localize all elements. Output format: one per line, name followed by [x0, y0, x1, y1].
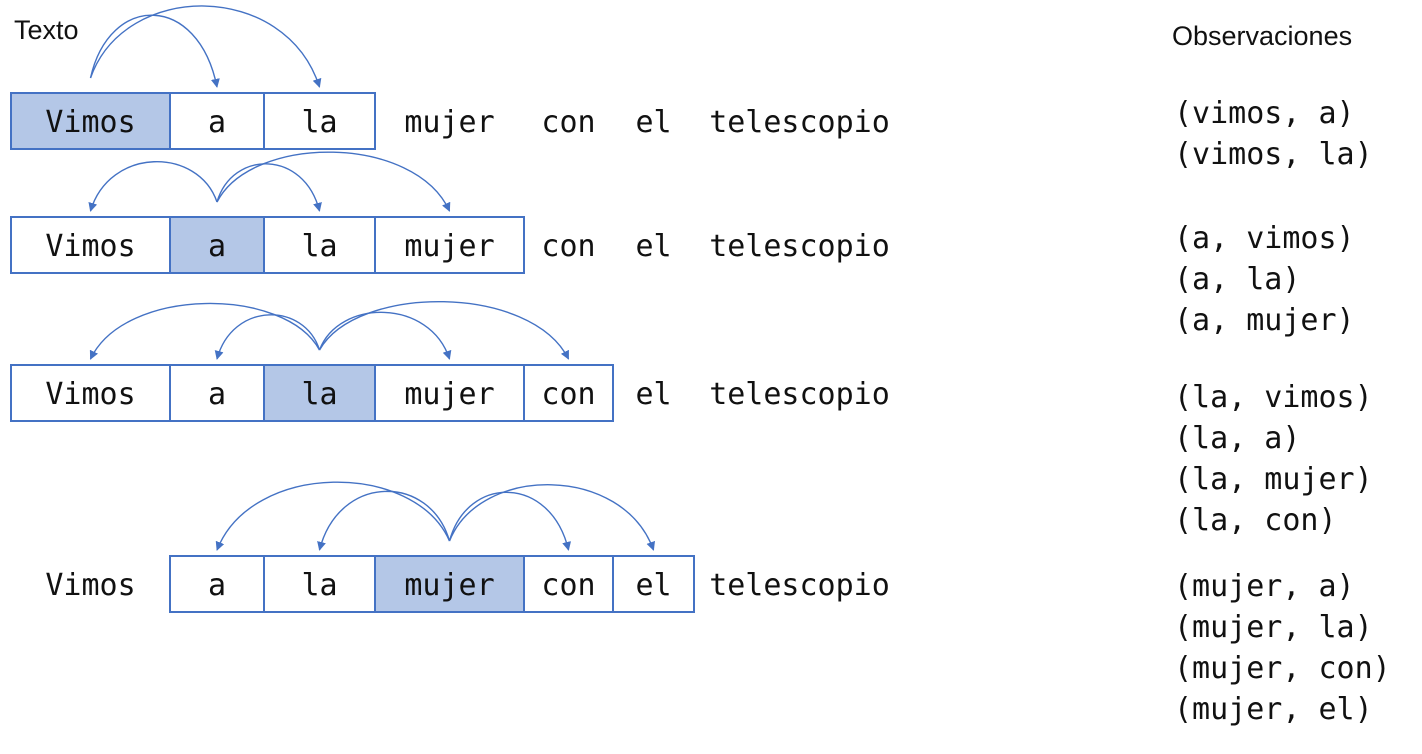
sentence-word: con — [541, 377, 595, 412]
sentence-word: Vimos — [45, 377, 135, 412]
sentence-word: con — [541, 105, 595, 140]
sentence-word: el — [635, 377, 671, 412]
context-word-box — [169, 364, 265, 422]
context-arrow — [88, 161, 218, 212]
sentence-word: con — [541, 568, 595, 603]
context-word-box — [612, 555, 695, 613]
sentence-word: Vimos — [45, 105, 135, 140]
context-arrow — [89, 14, 220, 88]
observation-pair: (la, mujer) — [1174, 462, 1373, 497]
observation-pair: (la, a) — [1174, 421, 1300, 456]
context-word-box — [169, 555, 265, 613]
context-arrow — [448, 491, 572, 551]
sentence-word: telescopio — [709, 568, 890, 603]
context-arrow — [214, 314, 321, 360]
context-arrow — [216, 151, 451, 212]
observation-pair: (vimos, a) — [1174, 96, 1355, 131]
context-arrow — [89, 302, 321, 360]
sentence-word: Vimos — [45, 568, 135, 603]
observations-list: (vimos, a) (vimos, la) (a, vimos) (a, la) (a… — [1174, 96, 1391, 727]
sentence-word: a — [208, 568, 226, 603]
context-word-box — [523, 555, 614, 613]
sentence-word: mujer — [404, 229, 494, 264]
sentence-word: mujer — [404, 105, 494, 140]
context-arrow — [317, 490, 451, 551]
sentence-word: la — [301, 105, 337, 140]
context-arrow — [89, 5, 322, 88]
sentence-word: telescopio — [709, 377, 890, 412]
observation-pair: (mujer, a) — [1174, 569, 1355, 604]
context-arrow — [318, 300, 570, 360]
sentence-word: telescopio — [709, 229, 890, 264]
sentence-word: con — [541, 229, 595, 264]
context-word-box — [263, 216, 376, 274]
observation-pair: (mujer, con) — [1174, 651, 1391, 686]
center-word-box — [263, 364, 376, 422]
context-word-box — [169, 92, 265, 150]
sentence-word: a — [208, 377, 226, 412]
observations-heading: Observaciones — [1172, 21, 1352, 51]
center-word-box — [169, 216, 265, 274]
window-row: Vimos a la mujer con el telescopio — [10, 5, 890, 150]
sentence-word: el — [635, 568, 671, 603]
context-arrow — [216, 163, 322, 212]
context-word-box — [374, 216, 525, 274]
window-row: Vimos a la mujer con el telescopio — [10, 300, 890, 422]
context-word-box — [523, 364, 614, 422]
sentence-word: la — [301, 377, 337, 412]
context-arrow — [448, 484, 655, 551]
context-arrow — [215, 481, 451, 551]
observation-pair: (mujer, el) — [1174, 692, 1373, 727]
observation-pair: (a, la) — [1174, 262, 1300, 297]
center-word-box — [10, 92, 171, 150]
observation-pair: (la, con) — [1174, 503, 1337, 538]
sentence-word: el — [635, 229, 671, 264]
observation-pair: (mujer, la) — [1174, 610, 1373, 645]
observation-pair: (vimos, la) — [1174, 137, 1373, 172]
sentence-word: el — [635, 105, 671, 140]
text-heading: Texto — [14, 15, 79, 45]
observation-pair: (la, vimos) — [1174, 380, 1373, 415]
context-word-box — [263, 92, 376, 150]
sentence-word: a — [208, 105, 226, 140]
sentence-word: telescopio — [709, 105, 890, 140]
observation-pair: (a, vimos) — [1174, 221, 1355, 256]
sentence-word: Vimos — [45, 229, 135, 264]
context-word-box — [263, 555, 376, 613]
window-row: Vimos a la mujer con el telescopio — [10, 151, 890, 274]
context-arrow — [318, 311, 452, 360]
window-row: Vimos a la mujer con el telescopio — [45, 481, 890, 613]
sentence-word: mujer — [404, 377, 494, 412]
observation-pair: (a, mujer) — [1174, 303, 1355, 338]
context-word-box — [10, 364, 171, 422]
sentence-word: la — [301, 568, 337, 603]
sentence-word: la — [301, 229, 337, 264]
sentence-word: a — [208, 229, 226, 264]
sentence-word: mujer — [404, 568, 494, 603]
